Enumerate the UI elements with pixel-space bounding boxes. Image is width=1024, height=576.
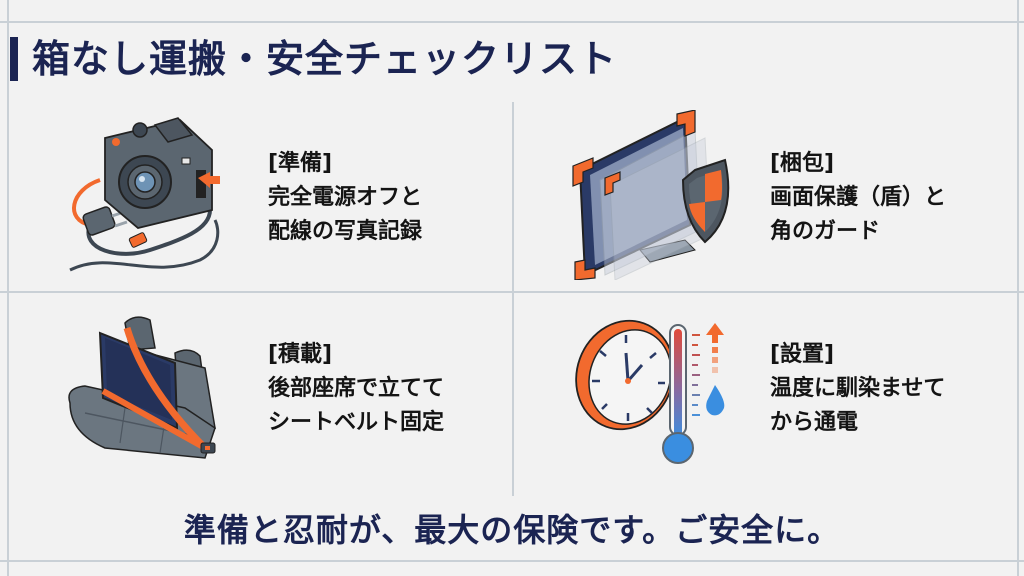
card-loading: [積載] 後部座席で立てて シートベルト固定 <box>60 298 510 483</box>
page-header: 箱なし運搬・安全チェックリスト <box>10 36 617 82</box>
grid-line-left <box>7 0 9 576</box>
grid-line-top <box>0 21 1024 23</box>
grid-line-center <box>512 102 514 496</box>
title-accent-bar <box>10 37 18 81</box>
card-tag: [梱包] <box>770 151 835 176</box>
card-tag: [準備] <box>268 151 333 176</box>
card-line-1: 完全電源オフと <box>268 185 423 210</box>
monitor-shield-corner-guard-icon <box>572 110 730 280</box>
card-line-1: 後部座席で立てて <box>268 376 445 401</box>
card-text: [準備] 完全電源オフと 配線の写真記録 <box>268 147 422 249</box>
card-text: [梱包] 画面保護（盾）と 角のガード <box>770 147 946 249</box>
card-line-1: 画面保護（盾）と <box>770 185 947 210</box>
card-text: [積載] 後部座席で立てて シートベルト固定 <box>268 338 444 440</box>
card-tag: [設置] <box>770 342 835 367</box>
camera-with-cables-icon <box>69 117 220 272</box>
grid-line-right <box>1017 0 1019 576</box>
card-line-2: から通電 <box>770 410 859 435</box>
card-line-2: シートベルト固定 <box>268 410 445 435</box>
footer-message: 準備と忍耐が、最大の保険です。ご安全に。 <box>183 511 841 549</box>
card-line-2: 角のガード <box>770 219 881 244</box>
card-text: [設置] 温度に馴染ませて から通電 <box>770 338 945 440</box>
clock-thermometer-icon <box>575 319 725 464</box>
page-title: 箱なし運搬・安全チェックリスト <box>32 37 618 81</box>
card-installation: [設置] 温度に馴染ませて から通電 <box>540 298 1015 483</box>
car-seat-belted-monitor-icon <box>68 316 216 459</box>
card-tag: [積載] <box>268 342 333 367</box>
grid-line-bottom <box>0 560 1024 562</box>
card-line-1: 温度に馴染ませて <box>770 376 946 401</box>
card-packing: [梱包] 画面保護（盾）と 角のガード <box>540 105 1015 290</box>
card-line-2: 配線の写真記録 <box>268 219 423 244</box>
card-preparation: [準備] 完全電源オフと 配線の写真記録 <box>60 105 510 290</box>
